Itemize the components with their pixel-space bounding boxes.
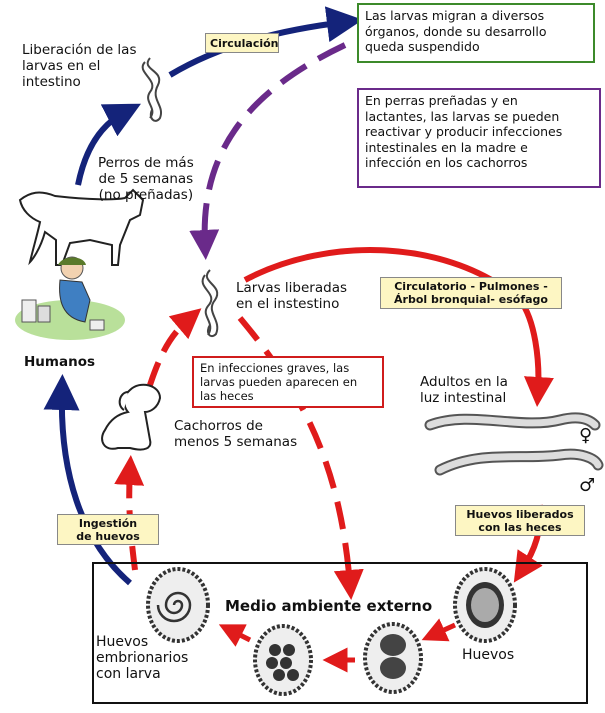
- egg-two-cell-icon: [363, 622, 423, 694]
- tag-ingestion: Ingestión de huevos: [57, 514, 159, 545]
- label-huevos: Huevos: [462, 647, 515, 663]
- arrow-egg3-to-egg4: [218, 624, 252, 647]
- arrow-puppy-to-larvae: [147, 308, 202, 386]
- box-migracion: Las larvas migran a diversos órganos, do…: [357, 3, 595, 63]
- larva-coiled-top-icon: [141, 57, 163, 122]
- label-humanos: Humanos: [24, 354, 96, 370]
- arrow-eggs-to-humans: [43, 374, 132, 586]
- label-perros: Perros de más de 5 semanas (no preñadas): [98, 155, 194, 203]
- child-playing-icon: [15, 256, 125, 340]
- adult-worms-icon: [424, 412, 604, 476]
- box-infecciones-graves: En infecciones graves, las larvas pueden…: [192, 356, 384, 408]
- label-cachorros: Cachorros de menos 5 semanas: [174, 418, 298, 450]
- label-liberacion: Liberación de las larvas en el intestino: [22, 42, 137, 90]
- label-adultos: Adultos en la luz intestinal: [420, 374, 508, 406]
- egg-unembryonated-icon: [453, 567, 517, 643]
- puppy-icon: [101, 383, 162, 451]
- egg-embryonated-larva-icon: [146, 567, 210, 643]
- larva-coiled-middle-icon: [201, 269, 219, 338]
- box-reactivacion: En perras preñadas y en lactantes, las l…: [357, 88, 601, 188]
- arrow-reactivation: [189, 42, 347, 260]
- arrow-dog-to-liberation: [75, 103, 141, 186]
- tag-circulacion: Circulación: [205, 33, 279, 53]
- arrow-larvae-to-env: [237, 316, 364, 600]
- tag-huevos-liberados: Huevos liberados con las heces: [455, 505, 585, 536]
- label-medio-ambiente: Medio ambiente externo: [225, 597, 433, 615]
- label-larvas-liberadas: Larvas liberadas en el instestino: [236, 280, 348, 312]
- arrow-larvae-to-adults: [243, 247, 554, 407]
- tag-circulatorio: Circulatorio - Pulmones - Árbol bronquia…: [380, 277, 562, 309]
- egg-morula-icon: [253, 624, 313, 696]
- female-symbol: ♀: [579, 425, 593, 446]
- environment-frame: [92, 562, 588, 704]
- label-huevos-embrionarios: Huevos embrionarios con larva: [96, 634, 189, 682]
- male-symbol: ♂: [579, 475, 596, 496]
- arrow-egg1-to-egg2: [421, 618, 457, 642]
